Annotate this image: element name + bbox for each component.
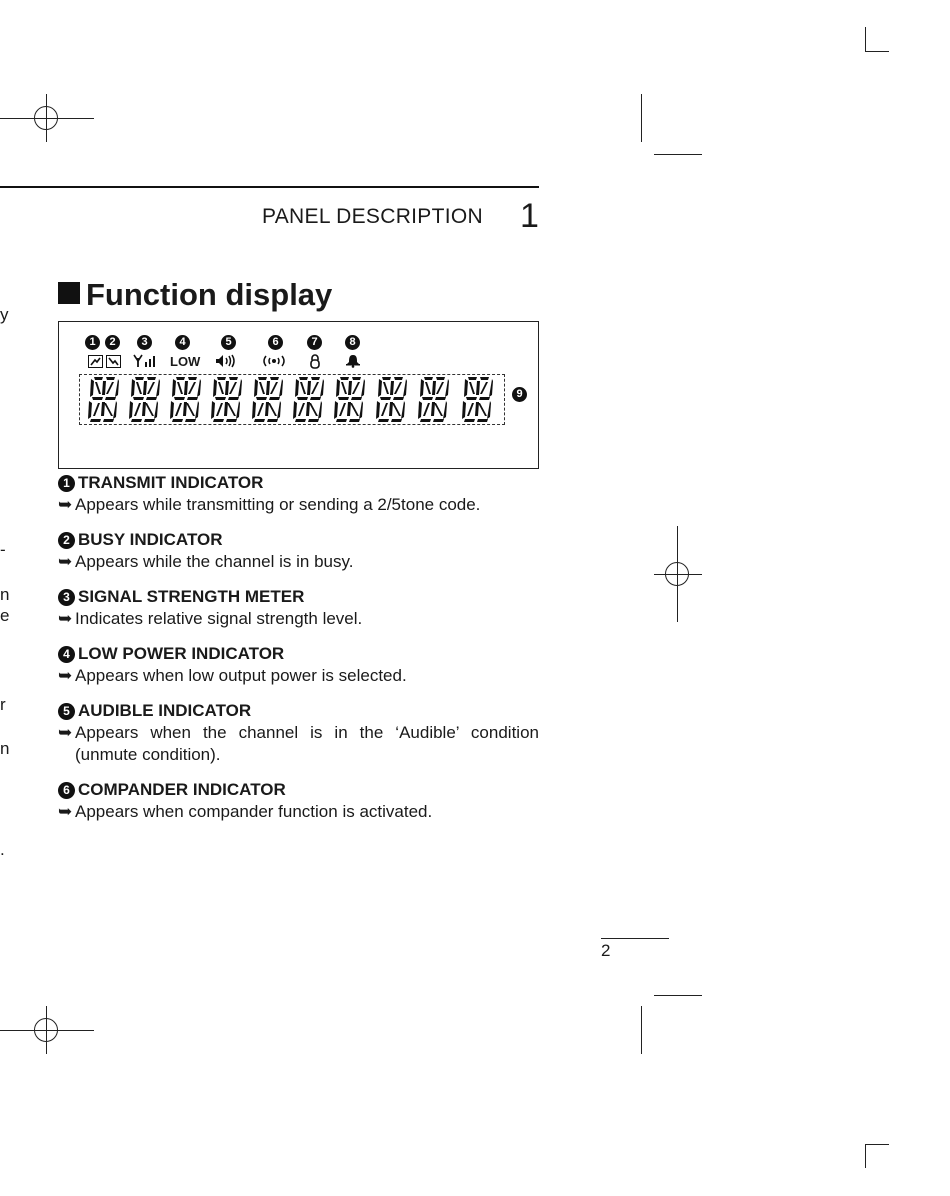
item-title: BUSY INDICATOR [78,530,223,549]
item-title: AUDIBLE INDICATOR [78,701,252,720]
arrow-bullet-icon: ➥ [58,552,73,571]
item-description: Appears when low output power is selecte… [75,666,407,685]
lock-icon [310,354,320,369]
item-description: Appears while transmitting or sending a … [75,495,481,514]
callout-badge: 2 [105,335,120,350]
callout-badge: 1 [85,335,100,350]
arrow-bullet-icon: ➥ [58,666,73,685]
callout-badge: 6 [268,335,283,350]
crop-mark [641,1006,642,1054]
item-title: LOW POWER INDICATOR [78,644,285,663]
arrow-bullet-icon: ➥ [58,723,73,742]
margin-fragment: y [0,305,9,324]
crop-mark [865,1144,889,1145]
square-bullet-icon [58,282,80,304]
chapter-number: 1 [520,197,539,235]
callout-badge: 9 [512,387,527,402]
bell-icon [346,355,360,368]
registration-circle [34,1018,58,1042]
item-title: SIGNAL STRENGTH METER [78,587,305,606]
chapter-title: PANEL DESCRIPTION [262,205,483,228]
busy-icon [106,355,121,368]
margin-fragment: r [0,695,6,714]
item-title: COMPANDER INDICATOR [78,780,286,799]
item-description: Appears when compander function is activ… [75,802,433,821]
margin-fragment: . [0,840,5,859]
callout-badge: 5 [58,702,75,720]
callout-badge: 4 [58,645,75,663]
alphanumeric-display [79,374,505,425]
callout-badge: 2 [58,531,75,549]
function-display-panel: 1 2 3 4 5 6 7 8 LOW [58,321,539,469]
registration-circle [34,106,58,130]
crop-mark [654,995,702,996]
crop-mark [865,51,889,52]
item-description: Indicates relative signal strength level… [75,609,363,628]
item-description: Appears while the channel is in busy. [75,552,354,571]
callout-badge: 8 [345,335,360,350]
section-title: Function display [58,277,332,313]
compander-icon [263,355,285,367]
callout-badge: 1 [58,474,75,492]
callout-badge: 3 [137,335,152,350]
margin-fragment: e [0,606,10,625]
speaker-icon [216,354,235,368]
crop-mark [865,1144,866,1168]
signal-strength-icon [133,354,155,367]
registration-circle [665,562,689,586]
margin-fragment: n [0,585,10,604]
callout-badge: 4 [175,335,190,350]
crop-mark [641,94,642,142]
crop-mark [865,27,866,51]
item-title: TRANSMIT INDICATOR [78,473,264,492]
item-description: Appears when the channel is in the ‘Audi… [75,723,539,764]
callout-badge: 6 [58,781,75,799]
margin-fragment: - [0,540,6,559]
header-rule [0,186,539,188]
segment-digits [88,377,493,422]
margin-fragment: n [0,739,10,758]
callout-badge: 5 [221,335,236,350]
callout-badge: 7 [307,335,322,350]
page-number-rule [601,938,669,939]
transmit-icon [88,355,103,368]
arrow-bullet-icon: ➥ [58,609,73,628]
crop-mark [654,154,702,155]
callout-badge: 3 [58,588,75,606]
page-number: 2 [601,941,611,960]
low-power-icon: LOW [170,354,201,369]
arrow-bullet-icon: ➥ [58,495,73,514]
arrow-bullet-icon: ➥ [58,802,73,821]
